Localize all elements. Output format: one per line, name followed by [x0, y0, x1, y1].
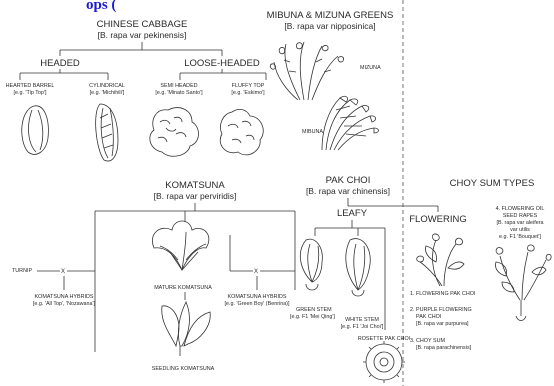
pak-choi-title: PAK CHOI [326, 175, 371, 186]
komatsuna-hybrids-left-label: KOMATSUNA HYBRIDS [35, 294, 94, 300]
mibuna-mizuna-title: MIBUNA & MIZUNA GREENS [267, 10, 394, 21]
pak-choi-latin: [B. rapa var chinensis] [306, 186, 390, 196]
cylindrical-example: [e.g. 'Michihili'] [90, 90, 125, 96]
mibuna-mizuna-section: MIBUNA & MIZUNA GREENS [B. rapa var nipp… [267, 10, 394, 150]
mibuna-mizuna-latin: [B. rapa var nipposinica] [284, 21, 375, 31]
choy-sum-item-3-b: [B. rapa parachinensis] [416, 345, 472, 351]
cross-symbol-left: X [61, 269, 65, 275]
mizuna-label: MIZUNA [360, 65, 381, 71]
semi-headed-label: SEMI HEADED [160, 83, 197, 89]
choy-sum-item-1: 1. FLOWERING PAK CHOI [410, 291, 476, 297]
choy-sum-item-4-e: e.g. F1 'Bouquet'] [499, 234, 541, 240]
hearted-barrel-label: HEARTED BARREL [6, 83, 55, 89]
headed-label: HEADED [40, 58, 80, 69]
choy-sum-item-2-c: [B. rapa var purpurea] [416, 321, 469, 327]
chinese-cabbage-title: CHINESE CABBAGE [97, 19, 188, 30]
choy-sum-item-4-b: SEED RAPES [503, 213, 538, 219]
cylindrical-illustration [96, 104, 118, 161]
mizuna-illustration [270, 42, 343, 100]
green-stem-example: [e.g. F1 'Mei Qing'] [290, 314, 335, 320]
mature-komatsuna-label: MATURE KOMATSUNA [154, 285, 212, 291]
choy-sum-item-4-d: var utilis [510, 227, 530, 233]
choy-sum-item-3-a: 3. CHOY SUM [410, 338, 445, 344]
komatsuna-title: KOMATSUNA [165, 180, 225, 191]
white-stem-illustration [346, 239, 370, 296]
komatsuna-hybrids-right-example: [e.g. 'Green Boy' (Benrina)] [225, 301, 290, 307]
choy-sum-section: CHOY SUM TYPES 1. FLOWERING PAK CHOI 2. … [410, 178, 551, 351]
komatsuna-latin: [B. rapa var perviridis] [154, 191, 237, 201]
mibuna-label: MIBUNA [302, 129, 323, 135]
hearted-barrel-illustration [22, 106, 49, 155]
loose-headed-label: LOOSE-HEADED [184, 58, 260, 69]
komatsuna-hybrids-left-example: [e.g. 'All Top', 'Nozawana'] [33, 301, 96, 307]
choy-sum-item-2-b: PAK CHOI [416, 314, 441, 320]
komatsuna-section: KOMATSUNA [B. rapa var perviridis] MATUR… [12, 180, 295, 372]
komatsuna-hybrids-right-label: KOMATSUNA HYBRIDS [228, 294, 287, 300]
choy-sum-item-4-c: [B. rapa var aleifera [496, 220, 543, 226]
seedling-komatsuna-label: SEEDLING KOMATSUNA [152, 366, 215, 372]
flowering-oil-seed-rape-illustration [495, 245, 551, 321]
cropped-heading: ops ( [86, 0, 116, 13]
white-stem-label: WHITE STEM [345, 317, 379, 323]
turnip-label: TURNIP [12, 268, 32, 274]
choy-sum-title: CHOY SUM TYPES [450, 178, 535, 189]
white-stem-example: [e.g. F1 'Joi Choi'] [341, 324, 384, 330]
pak-choi-section: PAK CHOI [B. rapa var chinensis] LEAFY F… [290, 175, 467, 383]
chinese-cabbage-latin: [B. rapa var pekinensis] [98, 30, 187, 40]
fluffy-top-example: [e.g. 'Eskimo'] [231, 90, 265, 96]
hearted-barrel-example: [e.g. 'Tip Top'] [14, 90, 47, 96]
green-stem-illustration [300, 239, 322, 290]
mature-komatsuna-illustration [152, 221, 208, 270]
flowering-pak-choi-illustration [417, 234, 464, 286]
seedling-komatsuna-illustration [162, 302, 210, 356]
green-stem-label: GREEN STEM [296, 307, 332, 313]
cross-symbol-right: X [254, 269, 258, 275]
flowering-label: FLOWERING [409, 214, 467, 225]
semi-headed-illustration [150, 108, 199, 157]
rosette-pak-choi-illustration [363, 341, 405, 383]
choy-sum-item-2-a: 2. PURPLE FLOWERING [410, 307, 472, 313]
choy-sum-item-4-a: 4. FLOWERING OIL [496, 206, 545, 212]
leafy-label: LEAFY [337, 208, 368, 219]
mibuna-illustration [322, 96, 379, 150]
cylindrical-label: CYLINDRICAL [89, 83, 125, 89]
fluffy-top-label: FLUFFY TOP [232, 83, 265, 89]
chinese-cabbage-section: CHINESE CABBAGE [B. rapa var pekinensis]… [6, 19, 266, 161]
semi-headed-example: [e.g. 'Minato Santo'] [155, 90, 203, 96]
fluffy-top-illustration [220, 109, 263, 155]
